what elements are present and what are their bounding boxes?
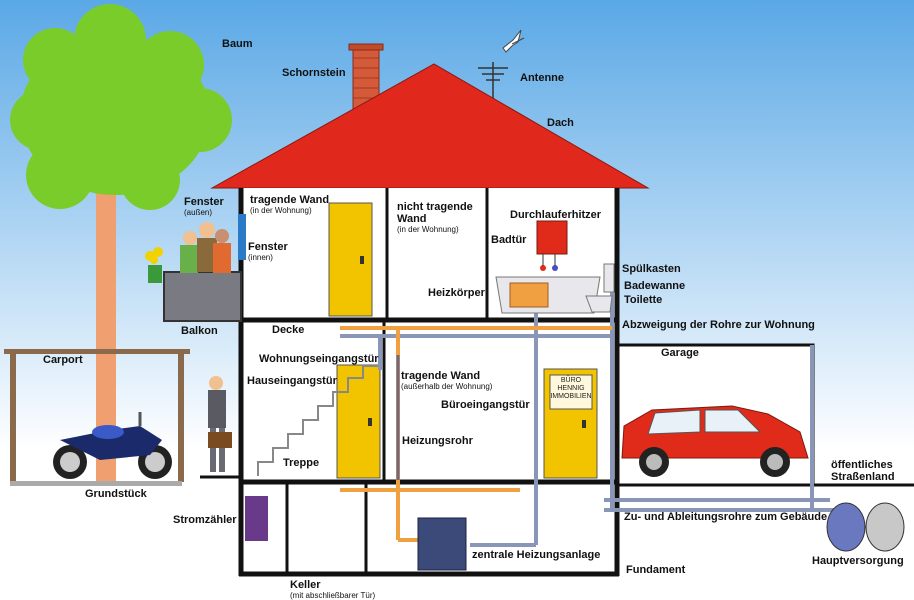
label-fenster-aussen-sub: (außen) (184, 208, 213, 217)
label-hauseingangstuer: Hauseingangstür (247, 375, 337, 387)
label-tragende-wand-aussen-main: tragende Wand (401, 370, 481, 382)
label-toilette: Toilette (624, 294, 663, 306)
label-grundstueck: Grundstück (85, 488, 147, 500)
water-heater (536, 220, 568, 255)
label-fenster-aussen: Fenster (außen) (184, 196, 224, 217)
electricity-meter (245, 496, 268, 541)
office-sign (549, 374, 593, 410)
label-badtuer: Badtür (491, 234, 527, 246)
supply-pipes (340, 270, 834, 547)
label-keller: Keller (mit abschließbarer Tür) (290, 579, 375, 600)
label-fenster-innen-main: Fenster (248, 241, 288, 253)
door-apartment (336, 364, 381, 479)
central-heating-unit (417, 517, 467, 571)
tree (10, 4, 232, 483)
office-sign-line-1: BÜRO (560, 377, 582, 384)
label-zu-ableitungsrohre: Zu- und Ableitungsrohre zum Gebäude (624, 511, 828, 523)
radiator (509, 282, 549, 308)
people-on-balcony (180, 222, 231, 273)
label-bueroeingangstuer: Büroeingangstür (441, 399, 530, 411)
label-balkon: Balkon (181, 325, 218, 337)
label-oeffentliches-strassenland: öffentliches Straßenland (831, 459, 895, 483)
label-tragende-wand-innen-main: tragende Wand (250, 194, 330, 206)
main-supply-tank-blue (826, 502, 866, 552)
label-badewanne: Badewanne (624, 280, 686, 292)
label-decke: Decke (272, 324, 305, 336)
label-fenster-innen: Fenster (innen) (248, 241, 288, 262)
toilet (585, 295, 613, 313)
label-tragende-wand-innen-sub: (in der Wohnung) (250, 206, 312, 215)
office-sign-text: BÜRO HENNIG IMMOBILIEN (550, 377, 592, 401)
label-nicht-tragende-wand: nicht tragende Wand (in der Wohnung) (397, 201, 473, 234)
label-tragende-wand-aussen: tragende Wand (außerhalb der Wohnung) (401, 370, 492, 391)
label-carport: Carport (43, 354, 83, 366)
label-tragende-wand-aussen-sub: (außerhalb der Wohnung) (401, 382, 493, 391)
label-dach: Dach (547, 117, 574, 129)
label-schornstein: Schornstein (282, 67, 346, 79)
label-keller-sub: (mit abschließbarer Tür) (290, 591, 376, 600)
bird-icon (502, 29, 525, 53)
window-outer (238, 214, 246, 260)
balcony (163, 271, 242, 322)
label-abzweigung: Abzweigung der Rohre zur Wohnung (622, 319, 815, 331)
label-heizkoerper: Heizkörper (428, 287, 485, 299)
antenna (478, 62, 508, 100)
label-stromzaehler: Stromzähler (173, 514, 237, 526)
label-nicht-tragende-wand-1: nicht tragende (397, 201, 473, 213)
label-keller-main: Keller (290, 579, 321, 591)
label-spuelkasten: Spülkasten (622, 263, 681, 275)
tree-trunk (96, 185, 116, 483)
label-baum: Baum (222, 38, 253, 50)
door-room (328, 202, 373, 317)
label-heizungsrohr: Heizungsrohr (402, 435, 473, 447)
label-antenne: Antenne (520, 72, 564, 84)
label-zentrale-heizung: zentrale Heizungsanlage (472, 549, 601, 561)
label-oeffentliches-1: öffentliches (831, 459, 893, 471)
label-garage: Garage (661, 347, 699, 359)
office-sign-line-2: HENNIG (557, 385, 585, 392)
label-hauptversorgung: Hauptversorgung (812, 555, 904, 567)
man-with-briefcase (208, 376, 232, 472)
label-nicht-tragende-wand-sub: (in der Wohnung) (397, 225, 459, 234)
staircase (257, 365, 381, 476)
car (621, 405, 809, 477)
label-treppe: Treppe (283, 457, 320, 469)
label-fundament: Fundament (626, 564, 686, 576)
motorcycle (53, 412, 172, 479)
main-supply-tank-grey (865, 502, 905, 552)
label-nicht-tragende-wand-2: Wand (397, 213, 427, 225)
label-oeffentliches-2: Straßenland (831, 471, 895, 483)
carport (4, 349, 190, 486)
label-fenster-aussen-main: Fenster (184, 196, 224, 208)
label-durchlauferhitzer: Durchlauferhitzer (510, 209, 602, 221)
label-wohnungseingangstuer: Wohnungseingangstür (259, 353, 379, 365)
tree-crown (10, 4, 232, 210)
label-tragende-wand-innen: tragende Wand (in der Wohnung) (250, 194, 329, 215)
toilet-cistern (603, 263, 615, 293)
label-fenster-innen-sub: (innen) (248, 253, 273, 262)
office-sign-line-3: IMMOBILIEN (550, 393, 592, 400)
